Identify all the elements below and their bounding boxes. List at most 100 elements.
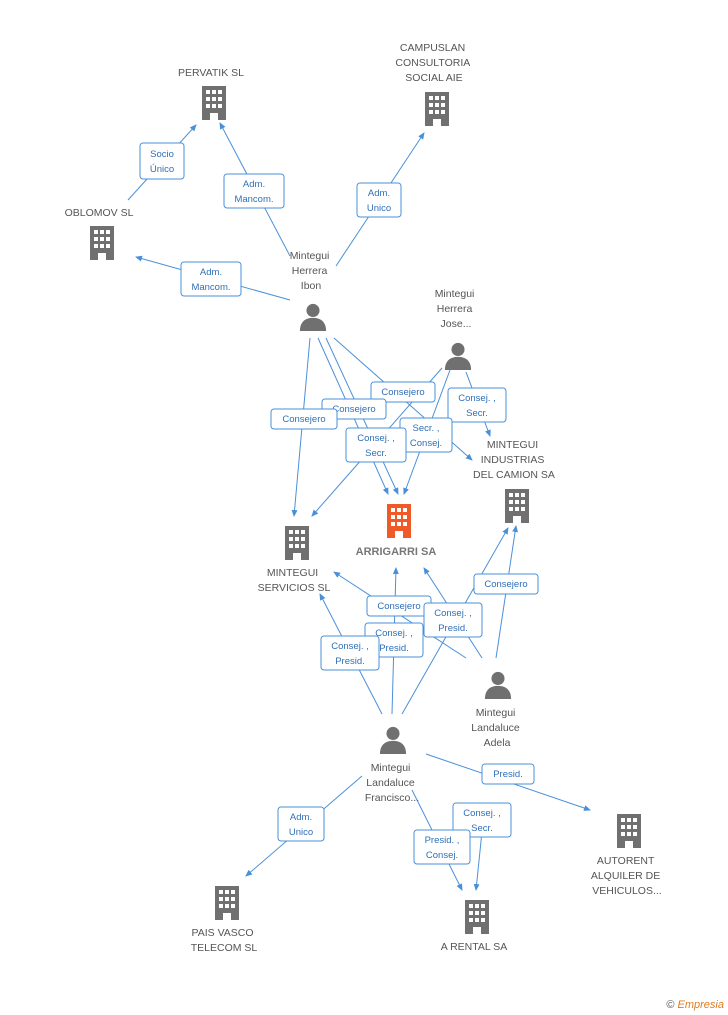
node-label-line: PAIS VASCO <box>192 927 254 939</box>
svg-text:A RENTAL SA: A RENTAL SA <box>441 941 508 953</box>
person-icon <box>379 726 407 754</box>
edge-label-box[interactable]: Presid. <box>481 763 535 785</box>
company-node-pervatik[interactable]: PERVATIK SL <box>178 67 244 120</box>
edge-label-line: Consej. , <box>458 393 496 404</box>
edge-label-line: Presid. <box>438 623 468 634</box>
svg-text:Mintegui Landaluce: Mintegui Landaluce Adela <box>471 707 522 749</box>
node-label-line: MINTEGUI <box>267 567 318 579</box>
company-node-pais-vasco[interactable]: PAIS VASCO TELECOM SL <box>191 886 258 954</box>
node-label-line: PERVATIK SL <box>178 67 244 79</box>
svg-text:Adm.Unico: Adm.Unico <box>367 188 391 214</box>
edge-label-box[interactable]: Consej. ,Secr. <box>447 387 507 423</box>
edge-label-box[interactable]: Consejero <box>473 573 539 595</box>
person-node-adela[interactable]: Mintegui Landaluce Adela <box>471 671 522 749</box>
svg-text:PERVATIK SL: PERVATIK SL <box>178 67 244 79</box>
edge-label-line: Secr. , <box>413 423 440 434</box>
node-label-line: VEHICULOS... <box>592 885 661 897</box>
company-node-mintegui-servicios[interactable]: MINTEGUI SERVICIOS SL <box>258 526 331 594</box>
node-label-line: Adela <box>484 737 511 749</box>
edge-label-box[interactable]: Presid. ,Consej. <box>413 829 471 865</box>
svg-text:Consej. ,Secr.: Consej. ,Secr. <box>463 808 501 834</box>
edge-label-box[interactable]: Consejero <box>366 595 432 617</box>
edge-label-line: Adm. <box>290 812 312 823</box>
edge-label-box[interactable]: Adm.Mancom. <box>223 173 285 209</box>
building-icon <box>215 886 239 920</box>
company-node-autorent[interactable]: AUTORENT ALQUILER DE VEHICULOS... <box>591 814 663 897</box>
company-node-arrigarri[interactable]: ARRIGARRI SA <box>356 504 437 558</box>
edge-label-line: Consejero <box>332 404 375 415</box>
company-node-mintegui-industrias[interactable]: MINTEGUI INDUSTRIAS DEL CAMION SA <box>473 439 555 523</box>
edge-label-line: Presid. <box>335 656 365 667</box>
building-icon <box>90 226 114 260</box>
edge-label-box[interactable]: Secr. ,Consej. <box>399 417 453 453</box>
building-icon <box>285 526 309 560</box>
edge-label-line: Consejero <box>377 601 420 612</box>
edge-label-box[interactable]: Consej. ,Secr. <box>452 802 512 838</box>
node-label-line: TELECOM SL <box>191 942 258 954</box>
svg-text:Adm.Mancom.: Adm.Mancom. <box>234 179 273 205</box>
edge-label-line: Consej. <box>426 850 458 861</box>
building-icon <box>387 504 411 538</box>
svg-text:Consejero: Consejero <box>377 601 420 612</box>
svg-text:Presid.: Presid. <box>493 769 523 780</box>
person-node-jose[interactable]: Mintegui Herrera Jose... <box>435 288 478 370</box>
node-label-line: Herrera <box>437 303 473 315</box>
node-label-line: CAMPUSLAN <box>400 42 465 54</box>
company-node-a-rental[interactable]: A RENTAL SA <box>441 900 508 953</box>
node-label-line: Landaluce <box>366 777 415 789</box>
node-label-line: A RENTAL SA <box>441 941 508 953</box>
node-label-line: MINTEGUI <box>487 439 538 451</box>
edge-label-box[interactable]: Adm. Mancom. <box>180 261 242 297</box>
building-icon <box>202 86 226 120</box>
center-company-label: ARRIGARRI SA <box>356 546 437 558</box>
edge-label-line: Consej. , <box>331 641 369 652</box>
node-label-line: Mintegui <box>476 707 516 719</box>
edge-label-line: Único <box>150 164 174 175</box>
edge-label-box[interactable]: Adm. Unico <box>277 806 325 842</box>
edge-label-line: Consej. , <box>434 608 472 619</box>
edge-label-box[interactable]: Adm.Unico <box>356 182 402 218</box>
svg-text:Presid. ,Consej.: Presid. ,Consej. <box>425 835 460 861</box>
building-icon <box>465 900 489 934</box>
person-icon <box>484 671 512 699</box>
edge-label-box[interactable]: Consejero <box>370 381 436 403</box>
node-label-line: Mintegui <box>435 288 475 300</box>
edge-label-line: Consej. , <box>375 628 413 639</box>
svg-text:AUTORENT ALQUILER DE: AUTORENT ALQUILER DE VEHICULOS... <box>591 855 663 897</box>
svg-text:Consej. ,Secr.: Consej. , Secr. <box>357 433 395 459</box>
svg-text:Consejero: Consejero <box>381 387 424 398</box>
edge-label-box[interactable]: Consejero <box>270 408 338 430</box>
node-label-line: INDUSTRIAS <box>481 454 545 466</box>
svg-text:Consej. ,Presid.: Consej. , Presid. <box>331 641 369 667</box>
person-icon <box>299 303 327 331</box>
node-label-line: OBLOMOV SL <box>65 207 134 219</box>
edge-label-line: Consej. , <box>357 433 395 444</box>
edge-label-line: Mancom. <box>191 282 230 293</box>
person-node-francisco[interactable]: Mintegui Landaluce Francisco... <box>365 726 419 804</box>
footer-brand[interactable]: © Empresia <box>666 999 724 1011</box>
edge-label-line: Unico <box>289 827 313 838</box>
svg-text:Mintegui Herrera: Mintegui Herrera Jose... <box>435 288 478 330</box>
building-icon <box>425 92 449 126</box>
edge-label-line: Adm. <box>200 267 222 278</box>
company-node-oblomov[interactable]: OBLOMOV SL <box>65 207 134 260</box>
edge-label-line: Secr. <box>365 448 387 459</box>
svg-text:PAIS VASCO TELECOM SL: PAIS VASCO TELECOM SL <box>191 927 258 954</box>
edge-label-line: Secr. <box>471 823 493 834</box>
building-icon <box>617 814 641 848</box>
person-node-ibon[interactable]: Mintegui Herrera Ibon <box>290 250 333 331</box>
edge-label-box[interactable]: Consej. , Presid. <box>320 635 380 671</box>
svg-text:Adm.Mancom.: Adm. Mancom. <box>191 267 230 293</box>
edge-label-line: Adm. <box>243 179 265 190</box>
copyright-icon: © <box>666 999 675 1011</box>
node-label-line: DEL CAMION SA <box>473 469 555 481</box>
edge-label-box[interactable]: Consej. , Presid. <box>423 602 483 638</box>
company-node-campuslan[interactable]: CAMPUSLAN CONSULTORIA SOCIAL AIE <box>395 42 472 126</box>
edge-label-line: Presid. <box>493 769 523 780</box>
svg-text:CAMPUSLAN CONSULTORIA: CAMPUSLAN CONSULTORIA SOCIAL AIE <box>395 42 472 84</box>
edge-label-box[interactable]: Consej. , Secr. <box>345 427 407 463</box>
svg-text:Adm.Unico: Adm. Unico <box>289 812 313 838</box>
